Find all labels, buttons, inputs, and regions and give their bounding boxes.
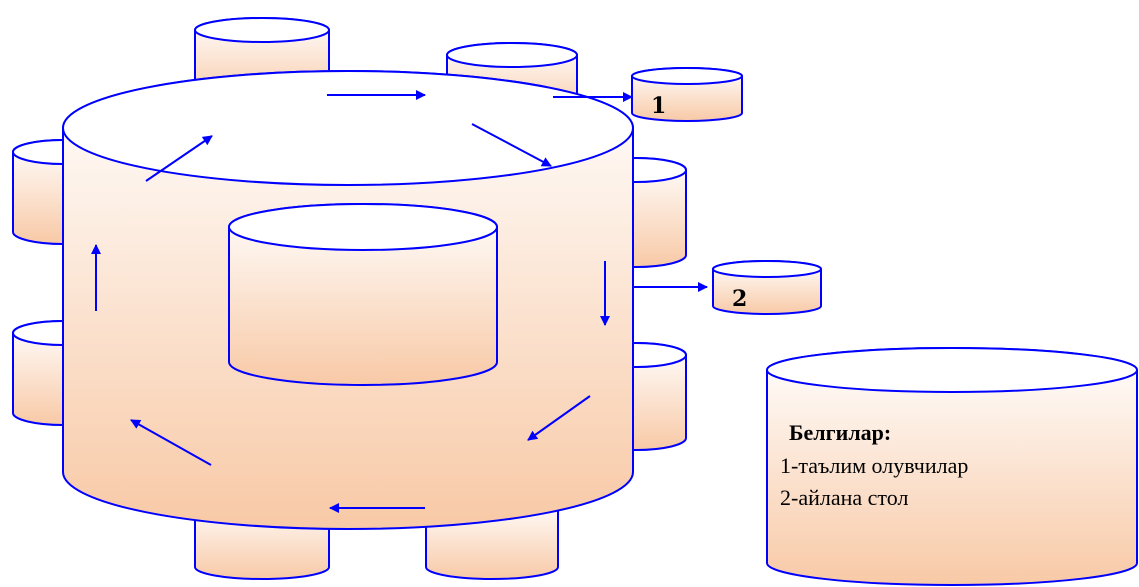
arrow-bottom-left [130,419,212,466]
arrow-bottom-right [527,395,591,441]
marker-2-label: 2 [732,286,747,312]
legend-title: Белгилар: [789,420,891,445]
arrow-top-right [471,123,552,167]
marker-cylinder-1 [631,67,743,122]
legend-item-1: 1-таълим олувчилар [780,453,968,478]
marker-cylinder-2 [712,260,822,315]
legend-item-2: 2-айлана стол [780,485,908,510]
inner-cylinder [228,203,498,386]
marker-1-label: 1 [651,93,666,119]
arrow-top-left [145,135,213,182]
legend-cylinder [766,347,1138,586]
